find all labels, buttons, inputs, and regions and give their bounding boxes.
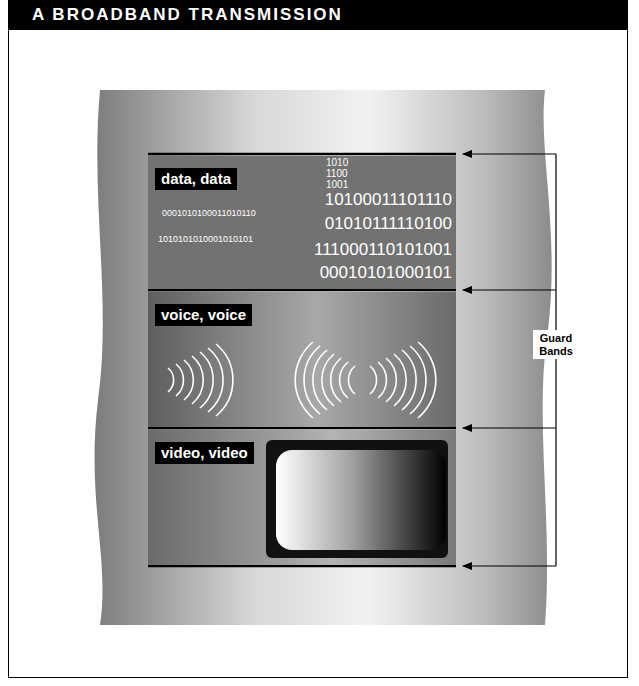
frequency-band: voice, voice	[148, 292, 456, 427]
frequency-band: video, video	[148, 430, 456, 565]
binary-digits: 1010101010001010101	[158, 235, 253, 244]
binary-digits: 00010101000101	[320, 264, 452, 281]
title-bar: A BROADBAND TRANSMISSION	[8, 0, 628, 30]
band-divider-lines	[148, 154, 456, 566]
binary-digits: 01010111110100	[325, 215, 452, 232]
binary-digits: 0001010100011010110	[162, 209, 256, 218]
binary-digits: 1001	[326, 180, 348, 190]
binary-digits: 1010	[326, 158, 348, 168]
guard-band-leaders	[463, 154, 556, 566]
band-label: video, video	[155, 442, 254, 464]
binary-digits: 111000110101001	[314, 241, 452, 258]
binary-digits: 10100011101110	[325, 191, 452, 208]
cable-body	[95, 90, 552, 625]
tv-screen	[276, 450, 446, 550]
title-text: A BROADBAND TRANSMISSION	[8, 0, 628, 25]
binary-digits: 1100	[326, 169, 348, 179]
tv-frame	[266, 440, 448, 558]
band-label: voice, voice	[155, 304, 252, 326]
band-label: data, data	[155, 168, 237, 190]
sound-waves	[168, 342, 436, 418]
guard-bands-label: Guard Bands	[533, 330, 579, 359]
